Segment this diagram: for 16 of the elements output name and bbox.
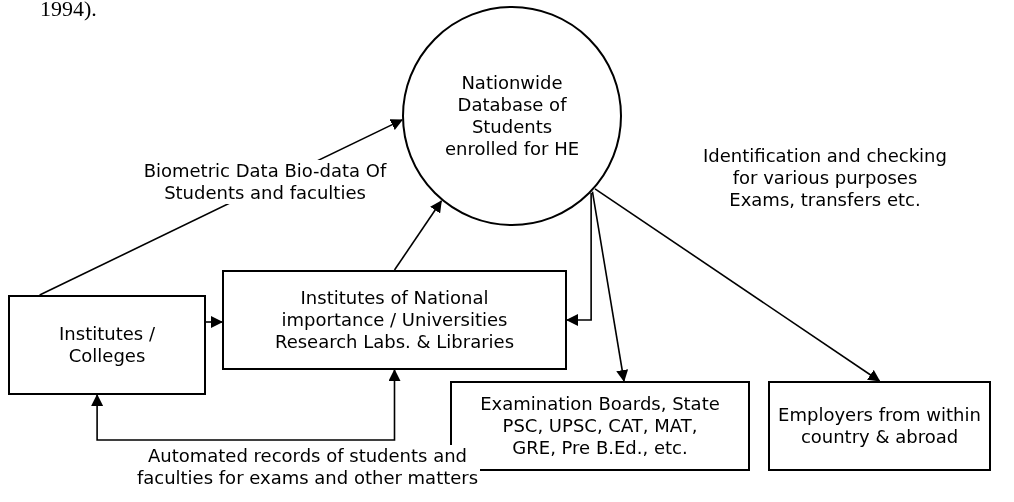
process-box	[222, 270, 567, 370]
arrow	[566, 192, 592, 326]
node-text: Nationwide Database of Students enrolled for HE	[443, 72, 581, 160]
node-text: Institutes / Colleges	[58, 323, 156, 367]
arrow	[393, 200, 443, 271]
node-text: Employers from within country & abroad	[777, 404, 982, 448]
database-circle	[402, 5, 622, 227]
arrow	[591, 190, 629, 382]
arrow	[205, 316, 223, 328]
process-box	[768, 381, 991, 471]
arrow	[594, 188, 881, 382]
node-text: Institutes of National importance / Universities Research Labs. & Libraries	[273, 287, 516, 353]
process-box	[8, 295, 206, 395]
arrow	[91, 369, 401, 441]
node-text: Examination Boards, State PSC, UPSC, CAT, MAT, GRE, Pre B.Ed., etc.	[480, 393, 720, 459]
citation-text: 1994).	[40, 0, 97, 22]
